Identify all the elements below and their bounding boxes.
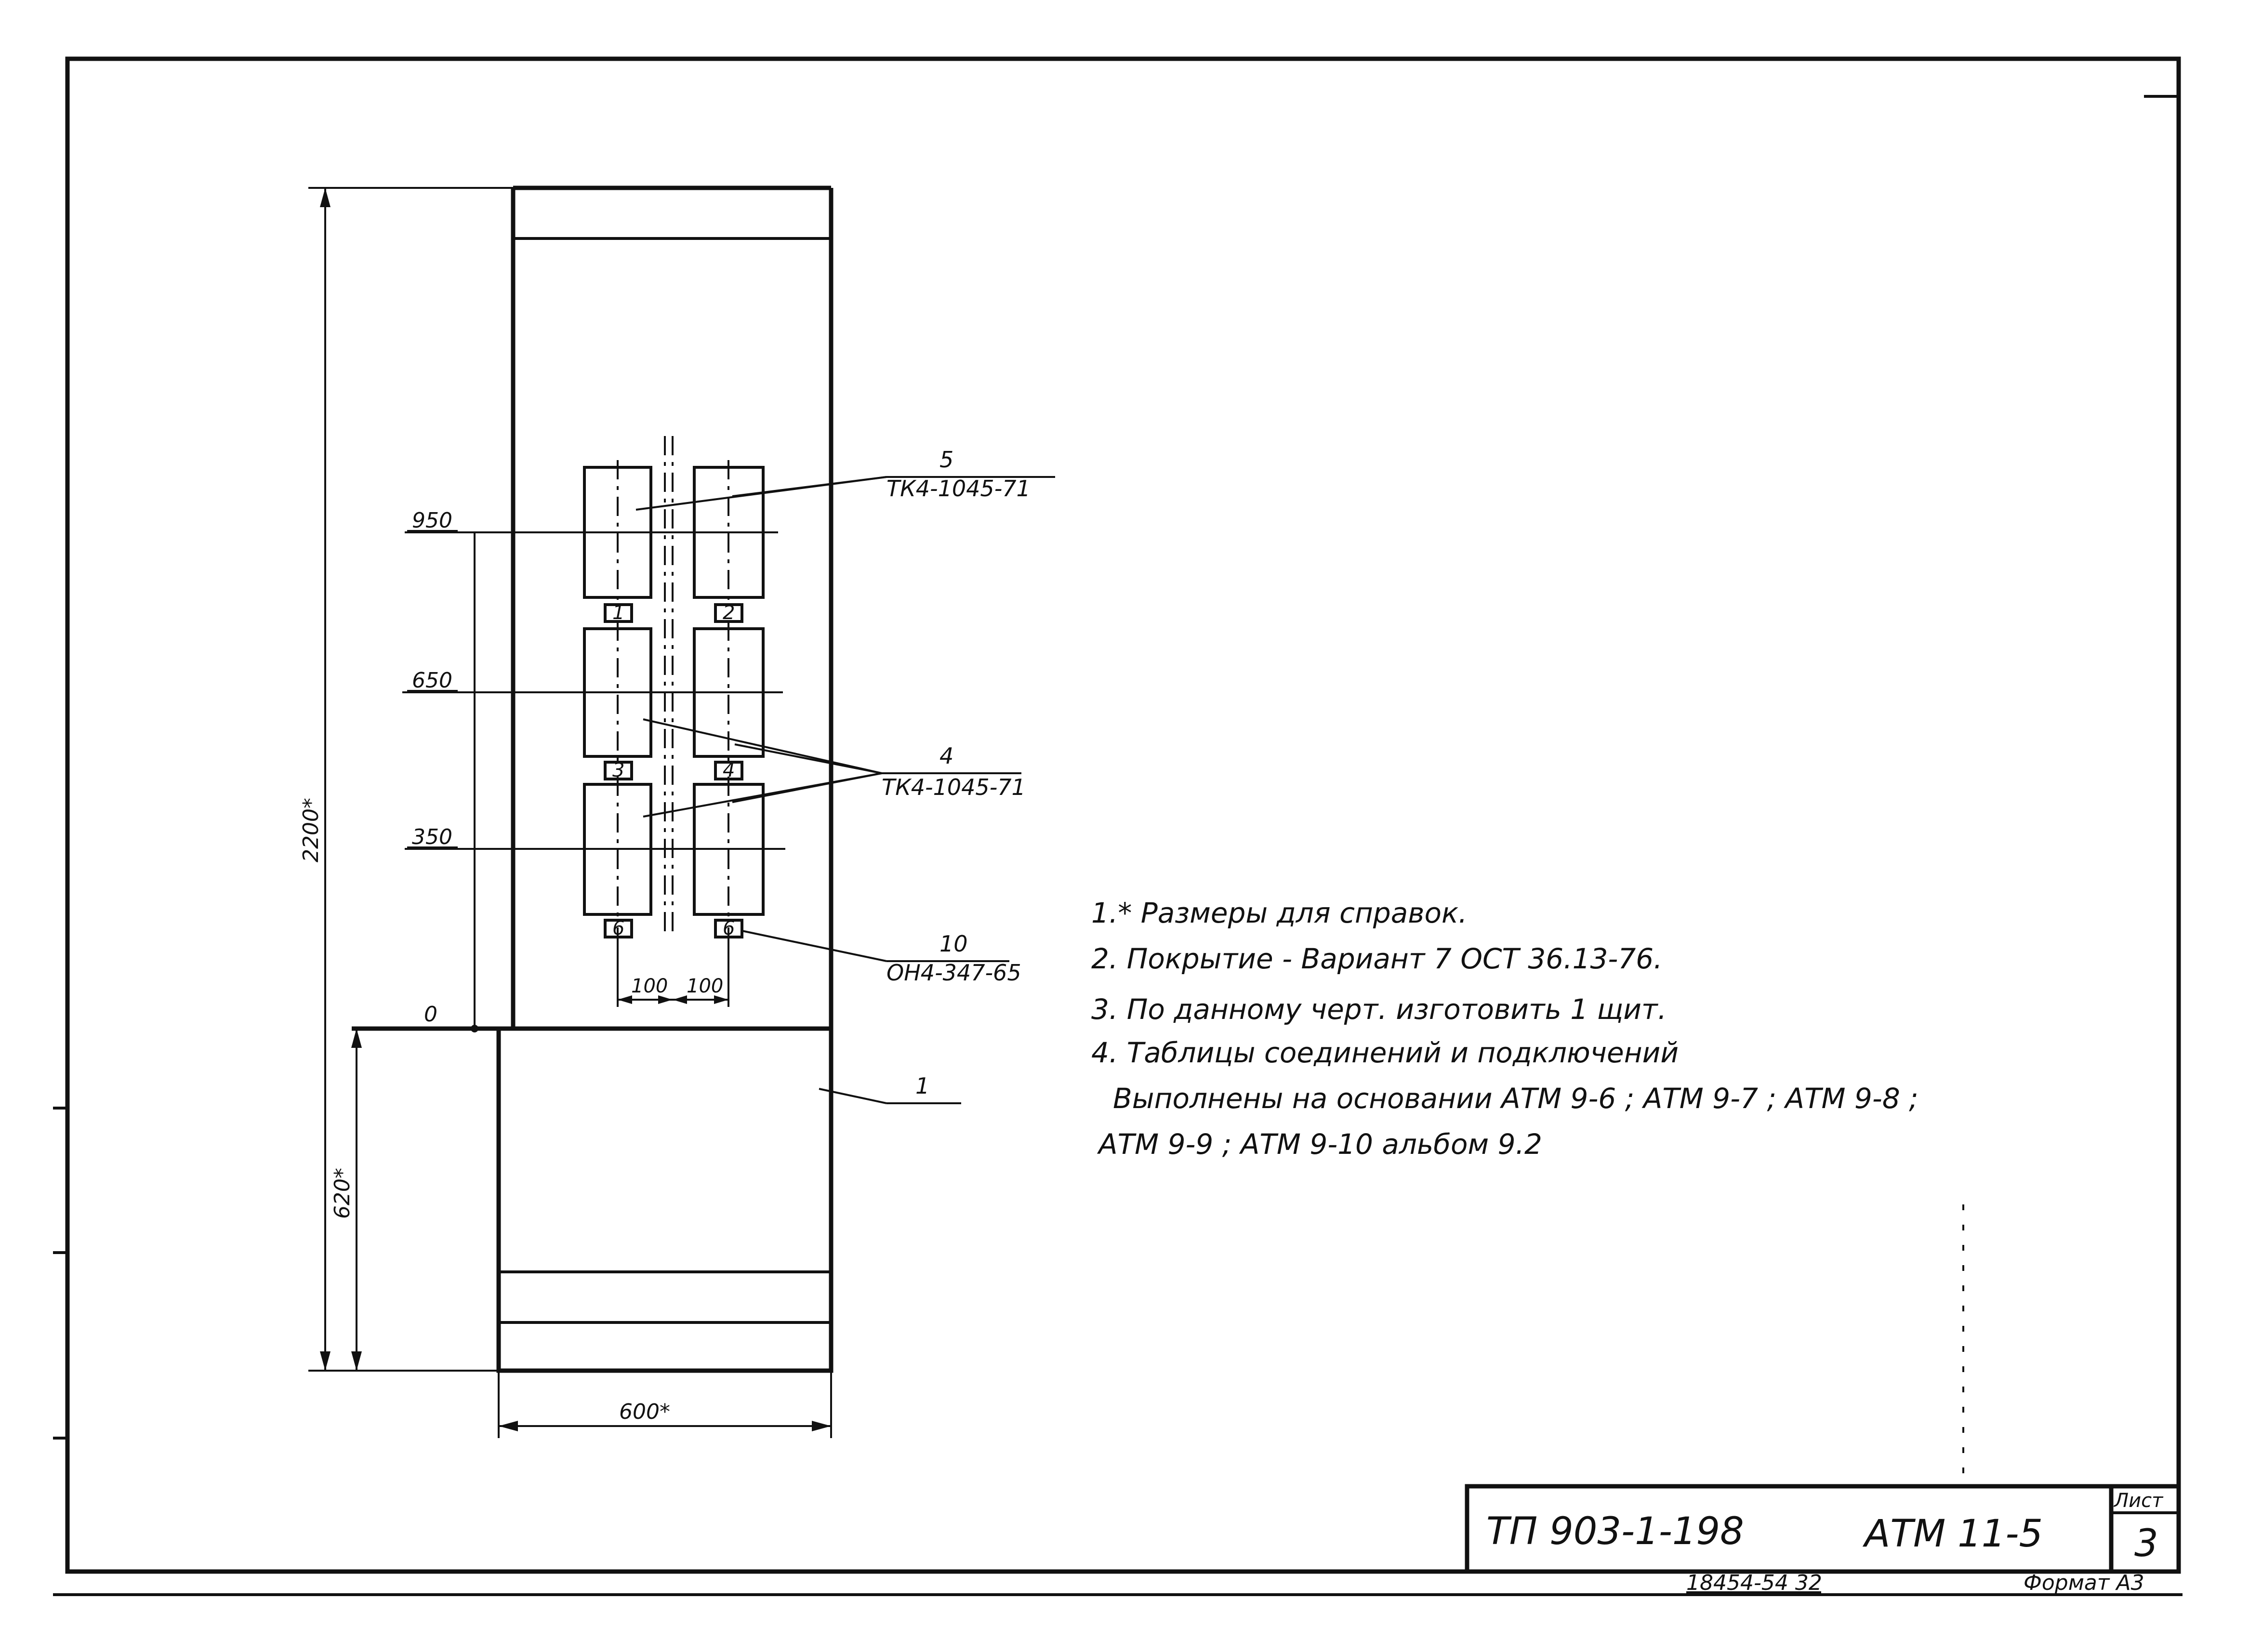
note-4-cont-2: АТМ 9-9 ; АТМ 9-10 альбом 9.2 [1097, 1128, 1542, 1161]
leader-4 [643, 718, 882, 774]
title-sheet-label: Лист [2113, 1490, 2164, 1512]
leader-1 [819, 1088, 887, 1104]
callout-code-4: ТК4-1045-71 [882, 774, 1026, 800]
title-format: Формат А3 [2024, 1571, 2144, 1595]
nameplate [714, 603, 743, 623]
pitch-left-label: 100 [631, 975, 668, 997]
note-3: 3. По данному черт. изготовить 1 щит. [1091, 993, 1667, 1026]
level-label-950: 950 [412, 508, 452, 533]
height-base-label: 620* [330, 1168, 355, 1219]
callout-pos-1: 1 [915, 1073, 929, 1099]
height-total-label: 2200* [299, 798, 323, 862]
panel [352, 185, 833, 1373]
callout-pos-5: 5 [939, 447, 953, 473]
nameplate [714, 761, 743, 780]
callout-pos-4: 4 [939, 743, 953, 769]
level-label-650: 650 [412, 668, 452, 693]
nameplate [604, 603, 633, 623]
device-number: 3 [612, 759, 624, 781]
device-number: 4 [723, 759, 735, 781]
title-inventory: 18454-54 32 [1686, 1571, 1822, 1595]
device-number: 2 [723, 602, 735, 624]
device-grid: 1 2 3 4 6 6 [583, 460, 765, 939]
level-label-350: 350 [412, 825, 452, 849]
callout-code-10: ОН4-347-65 [886, 960, 1021, 986]
panel-base [496, 1026, 833, 1373]
sheet-frame [65, 56, 2181, 1574]
note-4-cont-1: Выполнены на основании АТМ 9-6 ; АТМ 9-7… [1113, 1082, 1918, 1115]
title-block: ТП 903-1-198 АТМ 11-5 Лист 3 18454-54 32… [1465, 1484, 2181, 1595]
title-doc: АТМ 11-5 [1862, 1512, 2043, 1556]
width-label: 600* [619, 1400, 670, 1424]
leader-10 [741, 930, 887, 962]
title-sheet-number: 3 [2134, 1522, 2158, 1565]
callout-code-5: ТК4-1045-71 [886, 476, 1031, 502]
note-4: 4. Таблицы соединений и подключений [1091, 1036, 1679, 1069]
device-number: 1 [612, 602, 624, 624]
notes: 1.* Размеры для справок. 2. Покрытие - В… [1091, 897, 1918, 1161]
callout-pos-10: 10 [939, 931, 968, 957]
title-project: ТП 903-1-198 [1486, 1510, 1744, 1553]
pitch-right-label: 100 [687, 975, 723, 997]
nameplate [604, 761, 633, 780]
note-1: 1.* Размеры для справок. [1091, 897, 1467, 929]
level-label-0: 0 [424, 1002, 437, 1027]
note-2: 2. Покрытие - Вариант 7 ОСТ 36.13-76. [1091, 942, 1663, 975]
